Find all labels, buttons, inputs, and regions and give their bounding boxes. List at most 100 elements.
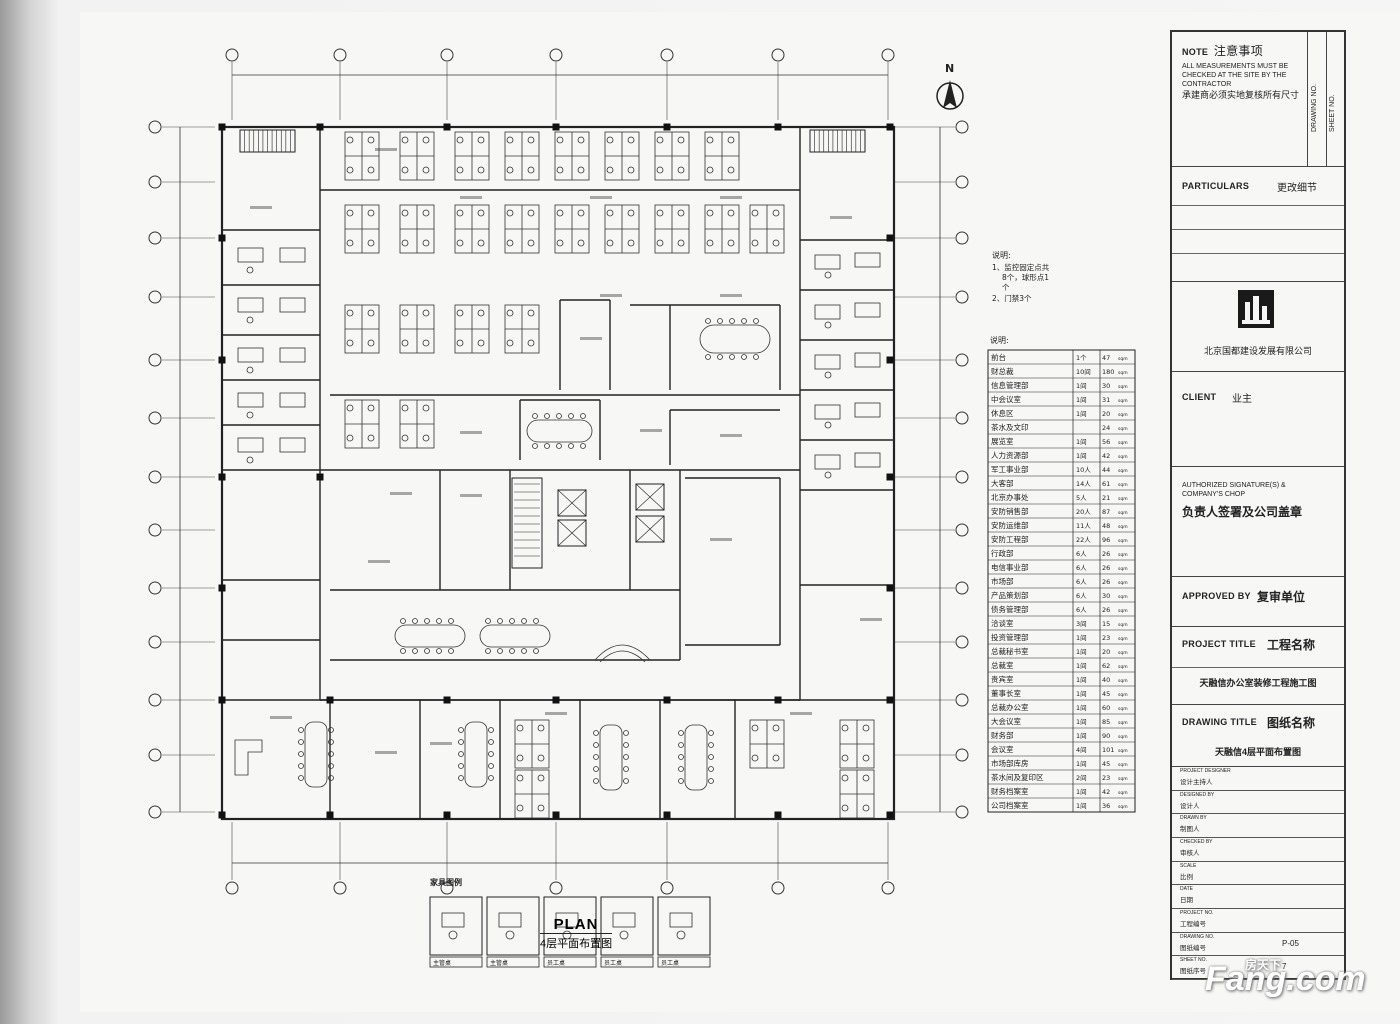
chair <box>516 754 524 762</box>
chair <box>824 471 832 479</box>
grid-bubble <box>955 470 969 484</box>
area-row-unit: sqm <box>1118 693 1128 698</box>
chair <box>580 443 586 449</box>
notes-line-3: 个 <box>1002 283 1010 292</box>
legend-label-box <box>486 956 540 968</box>
chair <box>506 309 514 317</box>
legend-desk <box>669 912 693 928</box>
chair <box>677 166 685 174</box>
area-row-area: 47 <box>1102 354 1110 362</box>
sofa <box>854 252 881 268</box>
legend-label: 主管桌 <box>490 959 508 967</box>
area-row-name: 总裁室 <box>991 660 1014 670</box>
workstation-cluster <box>839 719 875 769</box>
room-label <box>830 216 852 219</box>
info-row-cn: 工程编号 <box>1180 921 1206 928</box>
structural-column <box>774 123 782 131</box>
stair-outline <box>511 477 543 569</box>
chair <box>708 766 714 772</box>
grid-bubble <box>148 523 162 537</box>
area-row-unit: sqm <box>1118 567 1128 572</box>
chair <box>623 778 629 784</box>
workstation-cluster <box>749 204 785 254</box>
chair <box>477 136 485 144</box>
area-row-unit: sqm <box>1118 679 1128 684</box>
chair <box>488 751 494 757</box>
area-row-qty: 1间 <box>1076 648 1087 656</box>
chair <box>521 618 527 624</box>
desk <box>237 247 264 263</box>
area-row-area: 26 <box>1102 606 1110 614</box>
workstation-cluster <box>554 131 590 181</box>
chair <box>412 618 418 624</box>
elevator <box>557 519 587 547</box>
chair <box>367 434 375 442</box>
chair <box>422 239 430 247</box>
room-label <box>590 196 612 199</box>
chair <box>477 209 485 217</box>
area-row-name: 茶水间及复印区 <box>991 772 1044 782</box>
chair <box>527 339 535 347</box>
info-row-cn: 图纸编号 <box>1180 944 1206 952</box>
conference-table <box>526 419 593 443</box>
side-label-drawing-no: DRAWING NO. <box>1311 84 1318 132</box>
room-label <box>375 148 397 151</box>
workstation-cluster <box>344 131 380 181</box>
conference-table <box>464 721 488 788</box>
chair <box>862 724 870 732</box>
area-row-name: 安防工程部 <box>991 534 1029 544</box>
chair <box>346 309 354 317</box>
area-row-name: 财务档案室 <box>991 786 1029 796</box>
chair <box>422 434 430 442</box>
note-text-1: ALL MEASUREMENTS MUST BE <box>1182 63 1289 70</box>
chair <box>568 413 574 419</box>
chair <box>458 775 464 781</box>
chair <box>506 166 514 174</box>
chair <box>506 339 514 347</box>
legend-box <box>543 896 597 956</box>
chair <box>544 443 550 449</box>
area-row-qty: 1间 <box>1076 732 1087 740</box>
structural-column <box>886 696 894 704</box>
boardroom-table <box>699 318 771 360</box>
area-row-name: 安防运维部 <box>991 520 1029 530</box>
grid-bubble <box>549 48 563 62</box>
area-row-area: 24 <box>1102 424 1110 432</box>
area-row-area: 56 <box>1102 438 1110 446</box>
chair <box>705 318 711 324</box>
area-row-name: 债务管理部 <box>991 604 1029 614</box>
chair <box>556 166 564 174</box>
side-labels: DRAWING NO. SHEET NO. <box>1307 32 1344 167</box>
room-label <box>430 742 452 745</box>
chair <box>708 778 714 784</box>
legend-label: 员工桌 <box>604 959 622 967</box>
chair <box>593 778 599 784</box>
room-label <box>580 337 602 340</box>
legend-chair <box>676 930 686 940</box>
chair <box>246 456 254 464</box>
conference-table <box>479 624 551 648</box>
info-row-en: SCALE <box>1180 862 1197 869</box>
structural-column <box>663 696 671 704</box>
chair <box>568 443 574 449</box>
chair <box>606 166 614 174</box>
watermark: Fang.com 房天下 <box>1205 958 1366 999</box>
area-row-name: 茶水及文印 <box>991 422 1029 432</box>
info-row-value: 7 <box>1282 962 1287 972</box>
chair <box>751 724 759 732</box>
grid-bubble <box>955 748 969 762</box>
conference-table-vertical <box>678 724 714 791</box>
chair <box>477 309 485 317</box>
area-row-unit: sqm <box>1118 749 1128 754</box>
legend-label-box <box>600 956 654 968</box>
grid-bubble <box>955 693 969 707</box>
chair <box>527 309 535 317</box>
chair <box>678 742 684 748</box>
watermark-cn: 房天下 <box>1245 958 1282 972</box>
area-row-qty: 1间 <box>1076 410 1087 418</box>
chair <box>593 742 599 748</box>
